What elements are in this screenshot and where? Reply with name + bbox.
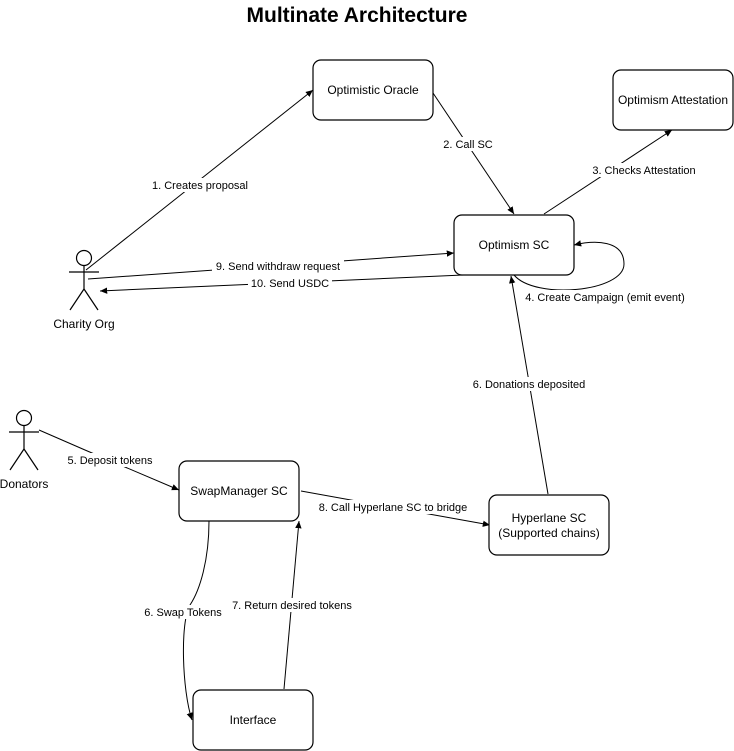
actor-charity-org: Charity Org [53, 249, 115, 331]
svg-text:SwapManager SC: SwapManager SC [190, 484, 288, 498]
svg-text:Optimism SC: Optimism SC [479, 238, 550, 252]
svg-text:1. Creates proposal: 1. Creates proposal [152, 180, 248, 192]
node-swap-manager: SwapManager SC [178, 460, 300, 522]
svg-text:7. Return desired tokens: 7. Return desired tokens [232, 600, 352, 612]
diagram-title: Multinate Architecture [247, 4, 468, 27]
svg-text:Donators: Donators [0, 477, 48, 491]
svg-text:Optimism Attestation: Optimism Attestation [618, 93, 728, 107]
label-call-hyperlane: 8. Call Hyperlane SC to bridge [314, 500, 472, 514]
label-return-desired-tokens: 7. Return desired tokens [228, 598, 356, 612]
svg-text:2. Call SC: 2. Call SC [443, 139, 493, 151]
edge-create-campaign [513, 240, 625, 291]
node-optimism-sc: Optimism SC [453, 214, 575, 276]
node-interface: Interface [192, 689, 314, 751]
label-creates-proposal: 1. Creates proposal [148, 178, 252, 192]
label-create-campaign: 4. Create Campaign (emit event) [522, 290, 688, 304]
stick-figure-icon [9, 409, 39, 471]
actor-donators: Donators [0, 409, 48, 491]
label-checks-attestation: 3. Checks Attestation [588, 163, 700, 177]
svg-text:Charity Org: Charity Org [53, 317, 114, 331]
edge-call-sc [432, 92, 515, 215]
svg-text:9. Send withdraw request: 9. Send withdraw request [216, 261, 340, 273]
stick-figure-icon [69, 249, 99, 311]
svg-text:Hyperlane SC: Hyperlane SC [512, 511, 587, 525]
svg-text:5. Deposit tokens: 5. Deposit tokens [68, 455, 153, 467]
label-send-usdc: 10. Send USDC [248, 276, 332, 290]
svg-text:6. Swap Tokens: 6. Swap Tokens [144, 607, 222, 619]
label-swap-tokens: 6. Swap Tokens [141, 605, 225, 619]
label-donations-deposited: 6. Donations deposited [468, 377, 590, 391]
svg-text:(Supported chains): (Supported chains) [498, 526, 599, 540]
edge-deposit-tokens [38, 429, 180, 491]
svg-text:4. Create Campaign (emit event: 4. Create Campaign (emit event) [525, 292, 685, 304]
node-hyperlane-sc: Hyperlane SC (Supported chains) [488, 494, 610, 556]
node-optimistic-oracle: Optimistic Oracle [312, 59, 434, 121]
label-send-withdraw-request: 9. Send withdraw request [212, 259, 344, 273]
label-call-sc: 2. Call SC [440, 137, 496, 151]
svg-text:3. Checks Attestation: 3. Checks Attestation [592, 165, 695, 177]
svg-text:Interface: Interface [230, 713, 277, 727]
svg-text:Optimistic Oracle: Optimistic Oracle [327, 83, 419, 97]
svg-text:10. Send USDC: 10. Send USDC [251, 278, 329, 290]
svg-text:6. Donations deposited: 6. Donations deposited [473, 379, 586, 391]
label-deposit-tokens: 5. Deposit tokens [63, 453, 157, 467]
node-optimism-attestation: Optimism Attestation [612, 69, 734, 131]
svg-text:8. Call Hyperlane SC to bridge: 8. Call Hyperlane SC to bridge [319, 502, 468, 514]
